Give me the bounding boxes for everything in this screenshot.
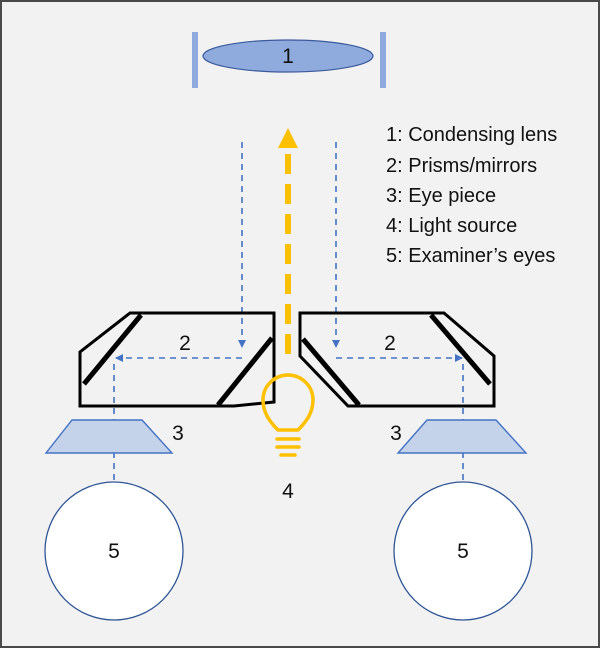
lightbulb-icon (261, 373, 315, 457)
prism-left-housing (78, 311, 276, 408)
lens-ellipse (202, 39, 374, 73)
prism-right-label: 2 (384, 332, 396, 355)
mirror-right-outer (429, 313, 492, 386)
lens-bracket-left (192, 32, 198, 88)
eye-left-label: 5 (108, 540, 120, 563)
legend: 1: Condensing lens 2: Prisms/mirrors 3: … (386, 124, 557, 267)
eye-left-circle (44, 481, 184, 621)
eye-right: 5 (393, 481, 533, 621)
legend-item: 5: Examiner’s eyes (386, 245, 555, 267)
light-beam (278, 128, 298, 354)
legend-item: 3: Eye piece (386, 185, 496, 207)
eye-left: 5 (44, 481, 184, 621)
eyepiece-left-label: 3 (172, 422, 184, 445)
eye-right-circle (393, 481, 533, 621)
legend-item: 4: Light source (386, 215, 517, 237)
light-source-label: 4 (282, 480, 294, 503)
eyepiece-left-shape (44, 419, 174, 454)
eyepiece-right-shape (396, 419, 528, 454)
legend-item: 2: Prisms/mirrors (386, 155, 537, 177)
mirror-right-inner (301, 337, 361, 407)
eye-right-label: 5 (457, 540, 469, 563)
eyepiece-left: 3 (44, 419, 184, 454)
light-beam-arrowhead (278, 128, 298, 148)
prism-right: 2 (298, 311, 496, 408)
legend-item: 1: Condensing lens (386, 124, 557, 146)
eyepiece-right: 3 (390, 419, 528, 454)
mirror-left-inner (216, 336, 274, 407)
eyepiece-right-label: 3 (390, 422, 402, 445)
prism-right-housing (298, 311, 496, 408)
lens-label: 1 (282, 45, 294, 68)
condensing-lens: 1 (192, 32, 386, 88)
mirror-left-outer (82, 313, 143, 386)
prism-left-label: 2 (179, 332, 191, 355)
lens-bracket-right (380, 32, 386, 88)
bulb-glass (261, 373, 315, 432)
prism-left: 2 (78, 311, 276, 408)
